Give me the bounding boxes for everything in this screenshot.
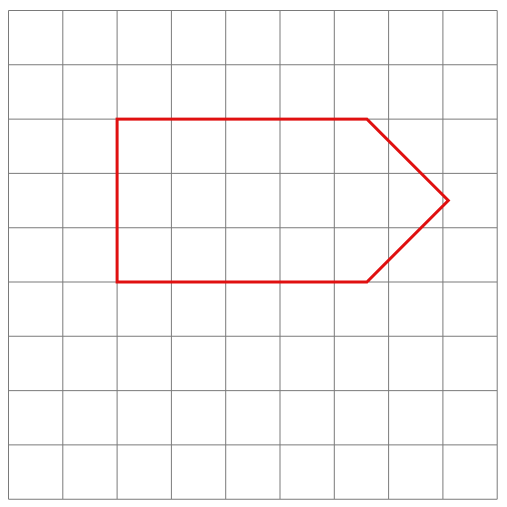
grid-lines [8, 10, 498, 500]
red-pentagon-shape [115, 117, 451, 284]
